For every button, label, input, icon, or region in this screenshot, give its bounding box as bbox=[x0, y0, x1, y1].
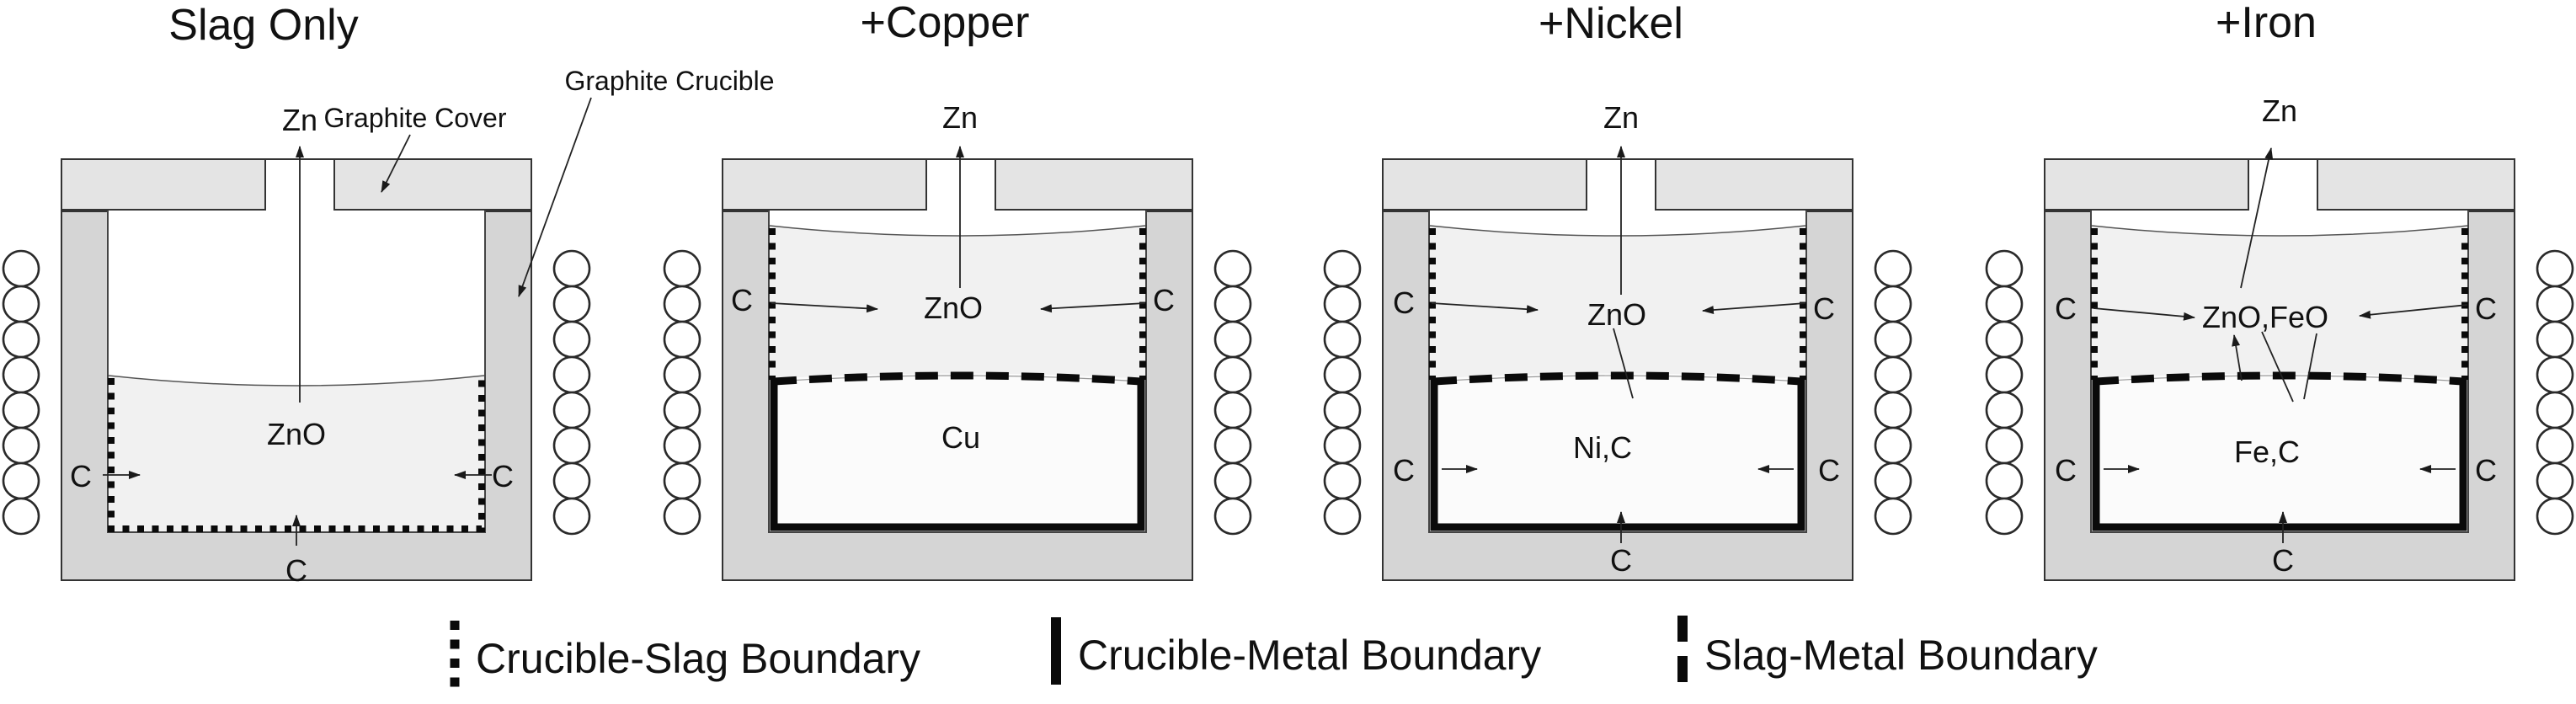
panel-title-nickel: +Nickel bbox=[1539, 0, 1683, 48]
carbon-slag-left-arrow bbox=[771, 302, 878, 313]
coil-column bbox=[2, 249, 40, 536]
carbon-slag-left-arrow bbox=[2093, 307, 2195, 321]
coil-column bbox=[1985, 249, 2024, 536]
slag-label: ZnO,FeO bbox=[2201, 300, 2329, 334]
legend-keys bbox=[450, 616, 1688, 691]
feo-interface-pointer bbox=[2261, 331, 2294, 403]
carbon-label: C bbox=[2475, 453, 2497, 488]
carbon-label: C bbox=[1153, 283, 1175, 317]
carbon-label: C bbox=[1818, 453, 1840, 488]
slag-region bbox=[109, 376, 484, 531]
slag-label: ZnO bbox=[1587, 297, 1647, 332]
zn-label: Zn bbox=[2261, 93, 2298, 128]
metal-label: Cu bbox=[941, 420, 981, 455]
crucible-slag-boundary bbox=[108, 378, 485, 532]
coil-column bbox=[2536, 249, 2574, 536]
carbon-label: C bbox=[731, 283, 753, 317]
graphite-cover-pointer-arrow bbox=[381, 134, 411, 193]
carbon-label: C bbox=[70, 459, 92, 493]
metal-label: Ni,C bbox=[1573, 430, 1632, 465]
carbon-label: C bbox=[2272, 543, 2294, 578]
zn-label: Zn bbox=[941, 100, 979, 135]
graphite-cover-right bbox=[333, 158, 532, 211]
graphite-cover-right bbox=[1655, 158, 1853, 211]
slag-label: ZnO bbox=[266, 417, 327, 451]
cover-hole bbox=[2249, 158, 2317, 211]
graphite-cover-label: Graphite Cover bbox=[323, 103, 507, 133]
graphite-crucible-pointer-arrow bbox=[518, 97, 592, 297]
zn-evolution-arrow bbox=[2240, 147, 2274, 289]
iron-arrows bbox=[2093, 147, 2468, 543]
carbon-label: C bbox=[492, 459, 514, 493]
carbon-slag-left-arrow bbox=[1431, 302, 1539, 314]
carbon-label: C bbox=[2055, 453, 2077, 488]
copper-contents bbox=[770, 226, 1145, 528]
carbon-label: C bbox=[285, 553, 307, 588]
slag-label: ZnO bbox=[923, 291, 984, 325]
graphite-cover-right bbox=[995, 158, 1193, 211]
feo-interface-pointer bbox=[2303, 333, 2317, 400]
graphite-cover-left bbox=[1382, 158, 1587, 211]
panel-title-slag-only: Slag Only bbox=[168, 1, 359, 50]
coil-column bbox=[1874, 249, 1912, 536]
graphite-cover-right bbox=[2317, 158, 2515, 211]
slag-only-arrows bbox=[103, 97, 592, 546]
coil-column bbox=[1213, 249, 1252, 536]
iron-contents bbox=[2092, 226, 2467, 528]
panel-title-copper: +Copper bbox=[860, 0, 1030, 47]
graphite-crucible-label: Graphite Crucible bbox=[564, 66, 775, 96]
zn-label: Zn bbox=[281, 103, 318, 137]
legend-crucible-slag-label: Crucible-Slag Boundary bbox=[476, 635, 921, 682]
carbon-label: C bbox=[1393, 285, 1415, 320]
graphite-cover-left bbox=[2044, 158, 2249, 211]
graphite-cover-left bbox=[722, 158, 927, 211]
copper-arrows bbox=[771, 146, 1146, 313]
cover-hole bbox=[927, 158, 995, 211]
slag-only-contents bbox=[108, 375, 485, 532]
metal-label: Fe,C bbox=[2233, 435, 2301, 469]
zno-interface-pointer bbox=[1613, 328, 1634, 399]
carbon-slag-right-arrow bbox=[1040, 302, 1146, 313]
carbon-label: C bbox=[2475, 291, 2497, 326]
coil-column bbox=[663, 249, 701, 536]
carbon-label: C bbox=[1393, 453, 1415, 488]
carbon-label: C bbox=[2055, 291, 2077, 326]
zn-label: Zn bbox=[1603, 100, 1640, 135]
slag-meniscus bbox=[108, 375, 485, 387]
nickel-arrows bbox=[1431, 146, 1806, 543]
nickel-contents bbox=[1430, 226, 1805, 528]
carbon-label: C bbox=[1610, 543, 1632, 578]
carbon-slag-right-arrow bbox=[2359, 304, 2468, 319]
coil-column bbox=[552, 249, 591, 536]
graphite-cover-left bbox=[61, 158, 266, 211]
zno-interface-pointer bbox=[2232, 334, 2243, 381]
legend-slag-metal-label: Slag-Metal Boundary bbox=[1704, 632, 2098, 679]
legend-crucible-metal-label: Crucible-Metal Boundary bbox=[1078, 632, 1542, 679]
carbon-slag-right-arrow bbox=[1702, 302, 1806, 315]
coil-column bbox=[1323, 249, 1362, 536]
panel-title-iron: +Iron bbox=[2216, 0, 2317, 47]
carbon-label: C bbox=[1813, 291, 1835, 326]
